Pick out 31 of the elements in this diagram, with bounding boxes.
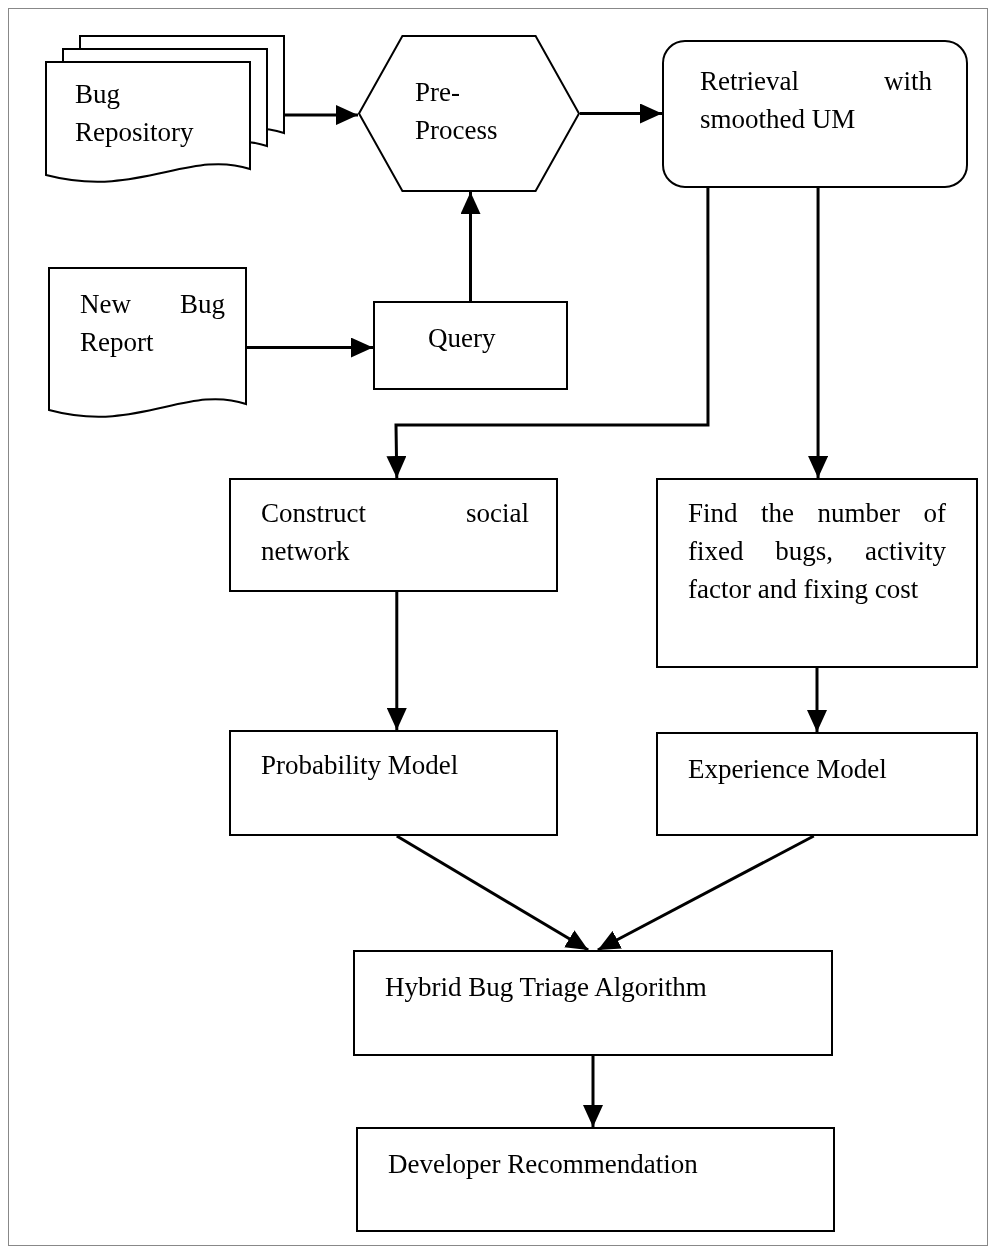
process-box xyxy=(373,301,568,390)
node-label: Developer Recommendation xyxy=(388,1148,699,1181)
arrow xyxy=(807,668,827,732)
node-label: Bug Repository xyxy=(75,78,195,149)
arrow xyxy=(396,834,589,952)
node-label: Experience Model xyxy=(688,753,888,786)
arrow xyxy=(386,592,407,730)
process-box xyxy=(656,732,978,836)
node-label: Retrieval with smoothed UM xyxy=(700,65,932,136)
node-label: Query xyxy=(428,322,497,355)
node-label: Pre- Process xyxy=(415,76,499,147)
node-label: Probability Model xyxy=(261,749,460,782)
node-label: Find the number of fixed bugs, activity factor and fixing cost xyxy=(688,497,946,606)
node-label: Hybrid Bug Triage Algorithm xyxy=(385,971,708,1004)
rounded-box xyxy=(662,40,968,188)
process-hexagon xyxy=(358,35,580,192)
process-box xyxy=(229,730,558,836)
process-box xyxy=(229,478,558,592)
node-label: Construct social network xyxy=(261,497,529,568)
node-label: New Bug Report xyxy=(80,288,225,359)
arrow xyxy=(247,337,373,358)
arrow xyxy=(580,103,662,124)
process-box xyxy=(356,1127,835,1232)
arrow xyxy=(460,192,481,301)
process-box xyxy=(353,950,833,1056)
arrow xyxy=(285,105,358,126)
arrow xyxy=(597,834,815,952)
arrow xyxy=(808,188,829,478)
arrow xyxy=(583,1056,603,1127)
process-box xyxy=(656,478,978,668)
arrow xyxy=(386,188,710,479)
